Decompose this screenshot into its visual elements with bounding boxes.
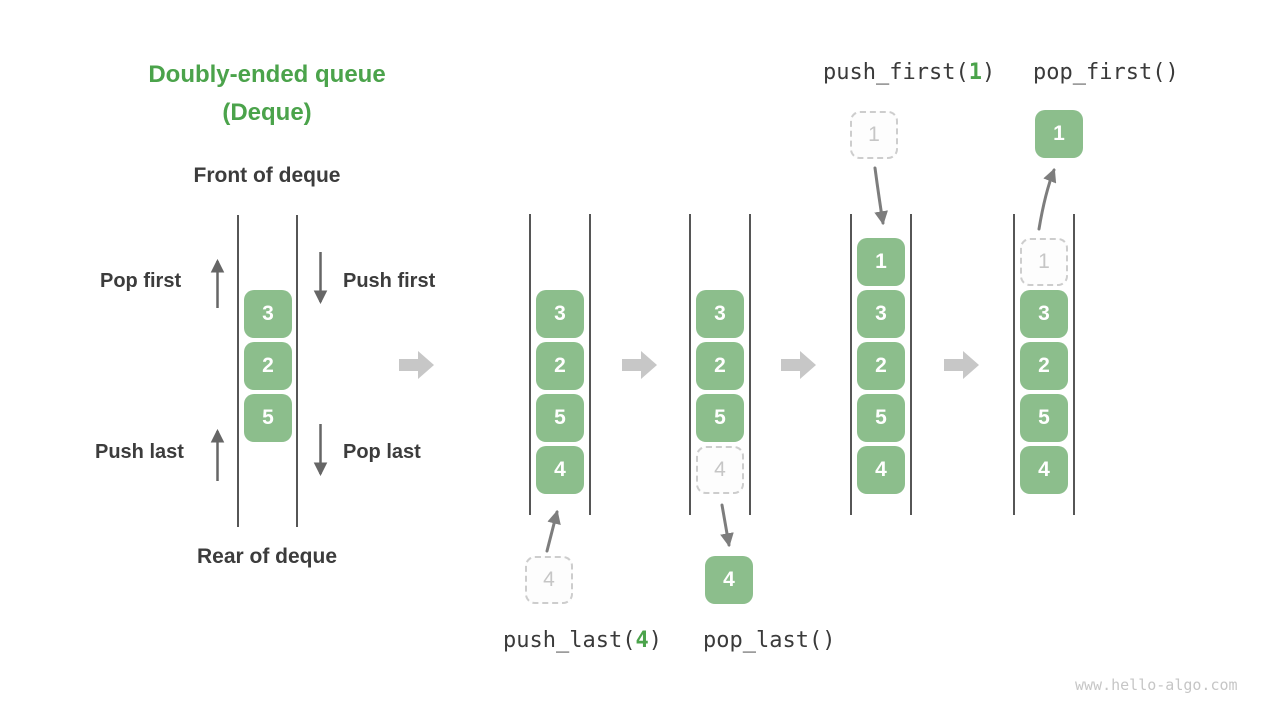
watermark: www.hello-algo.com <box>1075 676 1238 694</box>
deque3-cell: 2 <box>857 342 905 390</box>
deque2-right-wall <box>749 214 751 515</box>
deque4-cell: 2 <box>1020 342 1068 390</box>
deque2-cell: 5 <box>696 394 744 442</box>
deque4-cell: 3 <box>1020 290 1068 338</box>
code-text: ) <box>981 60 996 85</box>
deque1-cell: 5 <box>536 394 584 442</box>
deque1-left-wall <box>529 214 531 515</box>
code-text: ) <box>648 628 662 653</box>
deque3-right-wall <box>910 214 912 515</box>
deque4-left-wall <box>1013 214 1015 515</box>
deque1-cell: 3 <box>536 290 584 338</box>
push-last-side-label: Push last <box>95 441 184 463</box>
pop-first-result-cell: 1 <box>1035 110 1083 158</box>
front-of-deque-label: Front of deque <box>193 164 341 187</box>
push-first-side-label: Push first <box>343 270 436 292</box>
flow-arrow-icon <box>399 351 434 379</box>
deque4-cell: 5 <box>1020 394 1068 442</box>
push-first-code-label: push_first(1) <box>823 60 995 85</box>
deque2-cell: 3 <box>696 290 744 338</box>
diagram-title-line2: (Deque) <box>222 99 312 126</box>
code-arg: 1 <box>968 60 982 85</box>
pop-last-side-label: Pop last <box>343 441 421 463</box>
deque4-ghost-cell: 1 <box>1020 238 1068 286</box>
demo-deque-left-wall <box>237 215 239 527</box>
pop-last-code-label: pop_last() <box>703 628 836 653</box>
push-last-pending-cell: 4 <box>525 556 573 604</box>
pop-last-result-cell: 4 <box>705 556 753 604</box>
demo-cell: 5 <box>244 394 292 442</box>
deque1-cell: 2 <box>536 342 584 390</box>
deque4-cell: 4 <box>1020 446 1068 494</box>
flow-arrow-icon <box>944 351 979 379</box>
deque3-cell: 4 <box>857 446 905 494</box>
deque3-cell: 1 <box>857 238 905 286</box>
demo-cell: 3 <box>244 290 292 338</box>
deque2-cell: 2 <box>696 342 744 390</box>
deque4-right-wall <box>1073 214 1075 515</box>
push-first-pending-cell: 1 <box>850 111 898 159</box>
pop-last-op-arrow-icon <box>720 503 734 548</box>
deque1-cell: 4 <box>536 446 584 494</box>
push-last-op-arrow-icon <box>545 509 561 553</box>
deque3-cell: 3 <box>857 290 905 338</box>
deque1-right-wall <box>589 214 591 515</box>
flow-arrow-icon <box>622 351 657 379</box>
deque2-left-wall <box>689 214 691 515</box>
code-text: push_first( <box>823 60 969 85</box>
demo-deque-right-wall <box>296 215 298 527</box>
push-last-code-label: push_last(4) <box>503 628 662 653</box>
diagram-title-line1: Doubly-ended queue <box>148 61 386 88</box>
diagram-title: Doubly-ended queue (Deque) <box>117 56 417 132</box>
deque2-ghost-cell: 4 <box>696 446 744 494</box>
push-first-op-arrow-icon <box>873 166 888 226</box>
rear-of-deque-label: Rear of deque <box>196 545 338 568</box>
deque3-cell: 5 <box>857 394 905 442</box>
deque3-left-wall <box>850 214 852 515</box>
code-arg: 4 <box>635 628 649 653</box>
pop-first-code-label: pop_first() <box>1033 60 1179 85</box>
demo-cell: 2 <box>244 342 292 390</box>
code-text: push_last( <box>503 628 636 653</box>
pop-first-side-label: Pop first <box>100 270 182 292</box>
flow-arrow-icon <box>781 351 816 379</box>
pop-first-op-arrow-icon <box>1037 168 1057 231</box>
